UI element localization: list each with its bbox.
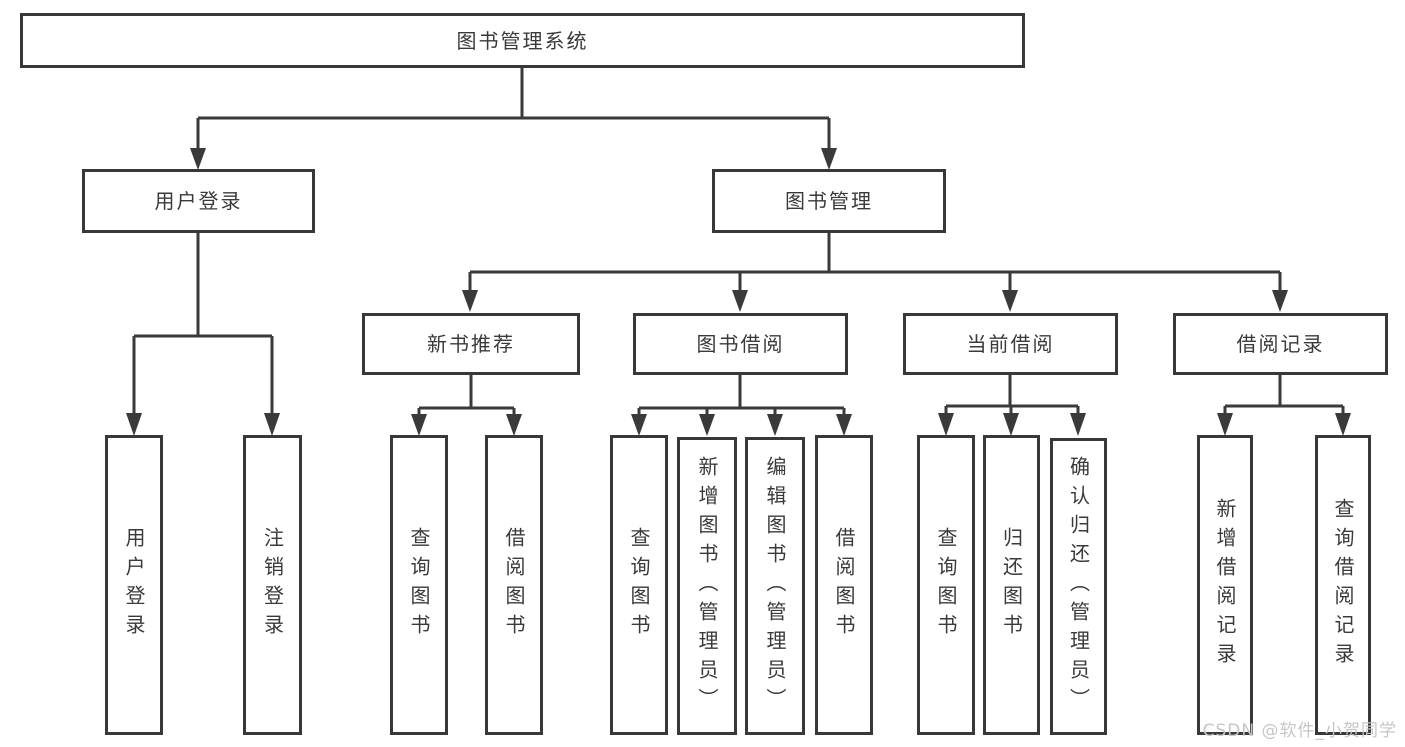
node-borrow-books-action: 借阅图书 xyxy=(815,435,873,735)
node-logout-action: 注销登录 xyxy=(243,435,302,735)
node-current-borrowing: 当前借阅 xyxy=(903,313,1118,375)
connector-borrowing-records-to-children xyxy=(1217,375,1351,436)
node-query-borrow-record: 查询借阅记录 xyxy=(1315,435,1371,735)
connector-user-login-to-children xyxy=(126,233,280,436)
connector-book-borrowing-to-children xyxy=(631,375,852,436)
node-query-books-borrowing: 查询图书 xyxy=(610,435,668,735)
csdn-watermark: CSDN @软件_小贺同学 xyxy=(1202,721,1397,741)
connector-book-management-to-children xyxy=(462,233,1288,312)
node-query-books-recommendation: 查询图书 xyxy=(390,435,448,735)
node-book-borrowing: 图书借阅 xyxy=(633,313,848,375)
connector-root-to-children xyxy=(190,68,837,170)
node-query-books-current: 查询图书 xyxy=(917,435,975,735)
node-user-login: 用户登录 xyxy=(82,169,315,233)
node-borrowing-records: 借阅记录 xyxy=(1173,313,1388,375)
node-add-book-admin: 新增图书（管理员） xyxy=(677,437,737,735)
connector-new-book-recommendation-to-children xyxy=(411,375,522,436)
node-library-management-system: 图书管理系统 xyxy=(20,13,1025,68)
node-edit-book-admin: 编辑图书（管理员） xyxy=(745,437,805,735)
node-borrow-books-recommendation: 借阅图书 xyxy=(485,435,543,735)
node-return-book: 归还图书 xyxy=(983,435,1040,735)
node-add-borrow-record: 新增借阅记录 xyxy=(1197,435,1253,735)
node-user-login-action: 用户登录 xyxy=(105,435,163,735)
connector-current-borrowing-to-children xyxy=(938,375,1086,436)
node-new-book-recommendation: 新书推荐 xyxy=(362,313,580,375)
node-confirm-return-admin: 确认归还（管理员） xyxy=(1050,438,1107,735)
node-book-management: 图书管理 xyxy=(712,169,946,233)
